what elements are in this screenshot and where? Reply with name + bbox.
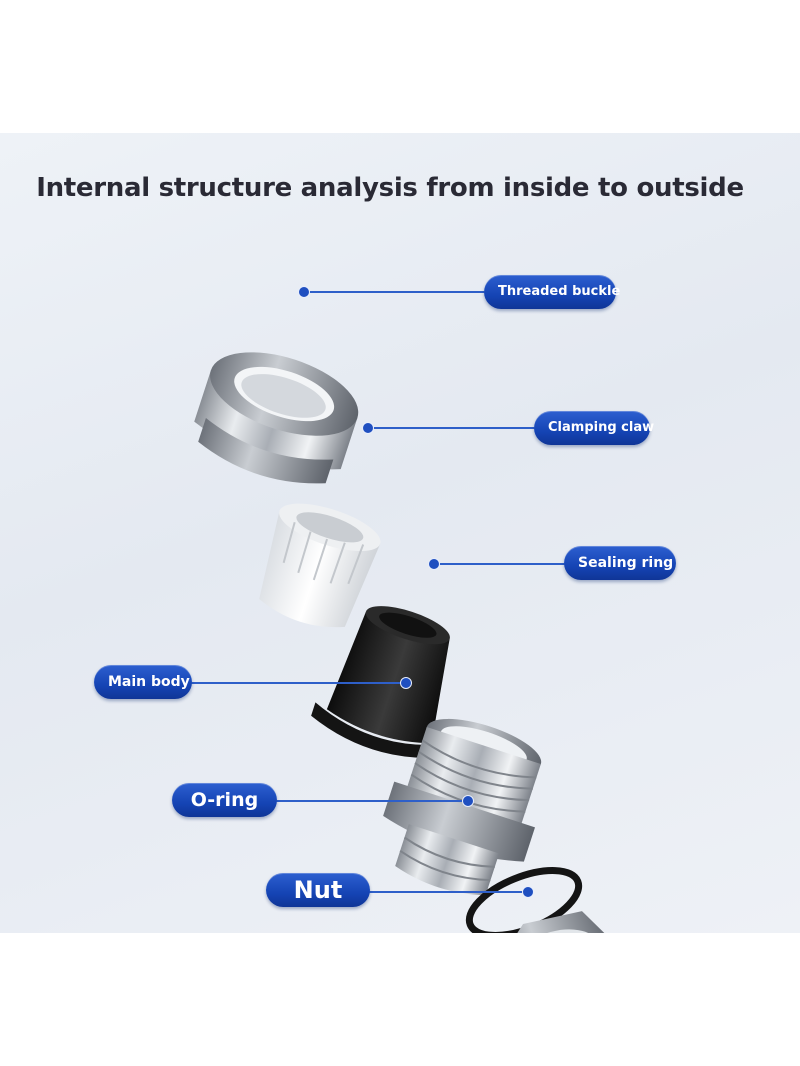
cable-gland-exploded-illustration xyxy=(194,352,616,933)
clamping-claw-part xyxy=(259,503,381,628)
sealing-ring-leader xyxy=(435,563,570,565)
threaded-buckle-part xyxy=(194,352,359,484)
clamping-claw-dot xyxy=(362,422,374,434)
label-sealing-ring: Sealing ring xyxy=(564,546,676,580)
main-body-dot xyxy=(400,677,412,689)
diagram-panel: Internal structure analysis from inside … xyxy=(0,133,800,933)
threaded-buckle-leader xyxy=(305,291,485,293)
label-o-ring: O-ring xyxy=(172,783,277,817)
label-threaded-buckle: Threaded buckle xyxy=(484,275,620,309)
label-nut: Nut xyxy=(266,873,370,907)
nut-leader xyxy=(368,891,526,893)
page-title: Internal structure analysis from inside … xyxy=(36,173,744,203)
label-clamping-claw: Clamping claw xyxy=(534,411,654,445)
nut-dot xyxy=(522,886,534,898)
label-main-body: Main body xyxy=(94,665,192,699)
clamping-claw-leader xyxy=(370,427,535,429)
main-body-leader xyxy=(185,682,405,684)
threaded-buckle-dot xyxy=(298,286,310,298)
sealing-ring-dot xyxy=(428,558,440,570)
o-ring-leader xyxy=(275,800,468,802)
o-ring-dot xyxy=(462,795,474,807)
